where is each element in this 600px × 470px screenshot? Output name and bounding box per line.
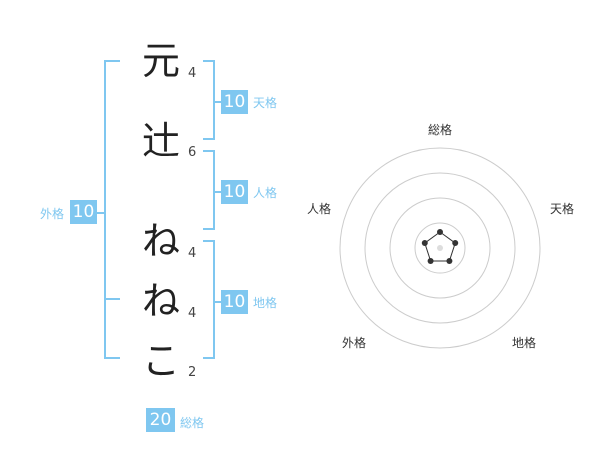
gaikaku-label: 外格 <box>40 207 65 221</box>
jinkaku-bracket <box>203 150 215 230</box>
name-char-1: 元 <box>141 39 180 83</box>
radar-ring <box>414 222 466 274</box>
radar-point-3 <box>446 257 453 264</box>
jinkaku-connector <box>213 191 221 193</box>
stroke-count-1: 4 <box>188 66 197 81</box>
radar-point-5 <box>421 240 428 247</box>
name-char-4: ね <box>141 279 180 323</box>
chikaku-connector <box>213 301 221 303</box>
soukaku-value-badge: 20 <box>146 408 175 432</box>
gaikaku-value-badge: 10 <box>70 200 97 224</box>
radar-axis-label-tenkaku: 天格 <box>550 202 575 216</box>
chikaku-value-badge: 10 <box>221 290 248 314</box>
radar-ring <box>339 147 541 349</box>
jinkaku-value-badge: 10 <box>221 180 248 204</box>
tenkaku-bracket <box>203 60 215 140</box>
radar-axis-label-soukaku: 総格 <box>428 123 453 137</box>
radar-series-polygon <box>424 231 456 262</box>
gaikaku-connector <box>96 212 106 214</box>
tenkaku-label: 天格 <box>253 96 278 110</box>
radar-center <box>437 245 443 251</box>
tenkaku-connector <box>213 101 221 103</box>
soukaku-label: 総格 <box>180 416 205 430</box>
gaikaku-bracket <box>104 60 120 359</box>
radar-point-2 <box>452 240 459 247</box>
stroke-count-4: 4 <box>188 306 197 321</box>
tenkaku-value-badge: 10 <box>221 90 248 114</box>
radar-ring <box>364 172 516 324</box>
radar-ring <box>389 197 491 299</box>
jinkaku-label: 人格 <box>253 186 278 200</box>
radar-point-1 <box>437 229 443 235</box>
stroke-count-2: 6 <box>188 145 197 160</box>
name-char-3: ね <box>141 219 180 263</box>
stroke-count-5: 2 <box>188 365 197 380</box>
gaikaku-divider <box>104 298 120 300</box>
chikaku-label: 地格 <box>253 296 278 310</box>
radar-point-4 <box>427 257 434 264</box>
name-char-2: 辻 <box>141 119 180 163</box>
radar-axis-label-chikaku: 地格 <box>512 336 537 350</box>
radar-axis-label-jinkaku: 人格 <box>307 202 332 216</box>
name-char-5: こ <box>141 339 180 383</box>
chikaku-bracket <box>203 240 215 359</box>
fortune-radar-chart <box>339 147 541 349</box>
radar-axis-label-gaikaku: 外格 <box>342 336 367 350</box>
stroke-count-3: 4 <box>188 246 197 261</box>
